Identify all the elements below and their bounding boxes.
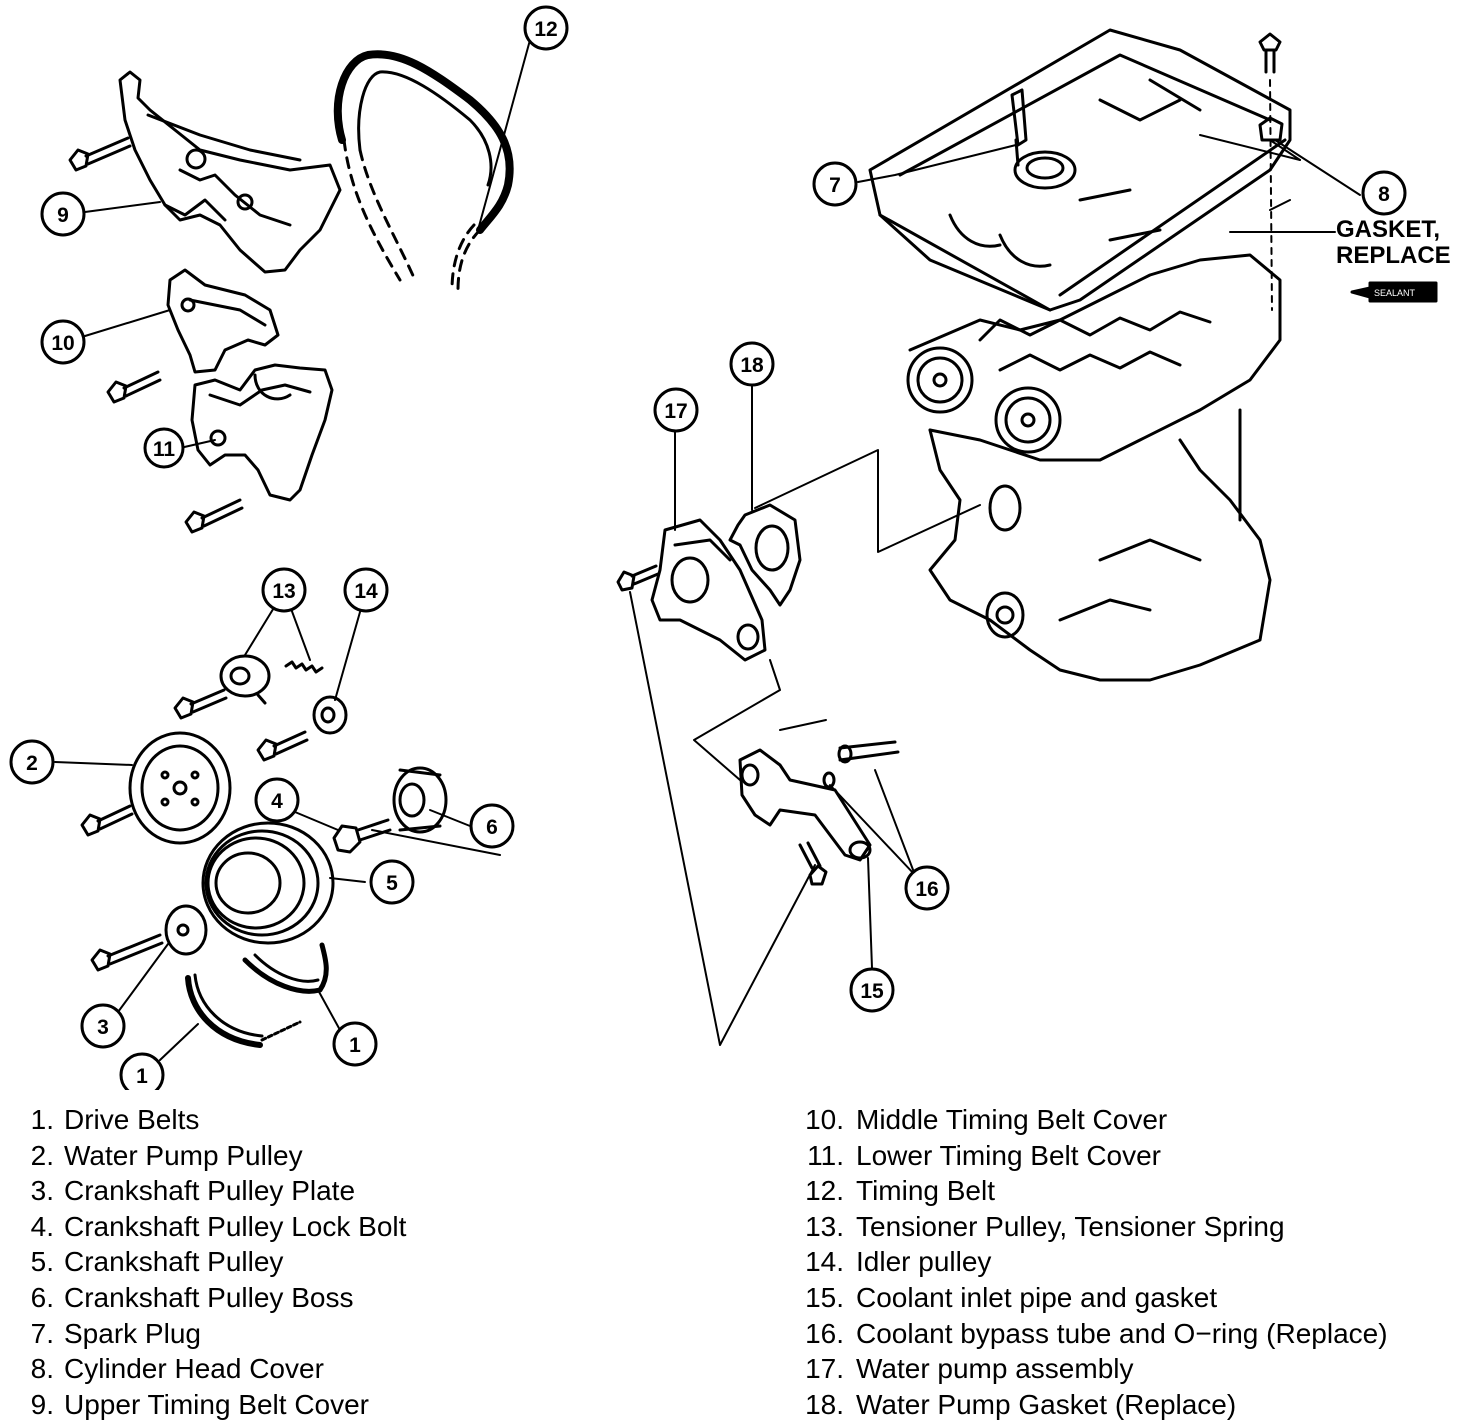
bolt-idler [256,730,309,762]
svg-text:8: 8 [1378,183,1390,206]
coolant-bypass-tube [822,740,900,789]
spark-plug [1010,88,1028,167]
svg-text:18: 18 [740,354,764,377]
timing-belt [333,50,514,292]
svg-text:2: 2 [26,752,38,775]
crankshaft-pulley-plate [164,904,208,956]
legend-item: 8.Cylinder Head Cover [30,1353,324,1385]
callout-1-lower: 1 [119,1052,165,1090]
bolt-water-pump [616,564,660,592]
camshaft-sprocket-exhaust [994,386,1062,454]
legend-item: 15.Coolant inlet pipe and gasket [805,1281,1218,1313]
svg-text:5: 5 [386,872,398,895]
cylinder-head-cover [868,28,1292,312]
callout-1-upper: 1 [332,1021,378,1067]
crankshaft-pulley-boss [392,766,448,834]
callout-14: 14 [343,567,389,613]
legend-item: 6.Crankshaft Pulley Boss [30,1281,354,1313]
svg-text:15: 15 [860,980,884,1003]
water-pump-assembly [650,518,767,662]
assembly-guide-lines [371,134,1301,1046]
bolt-crank-plate [90,933,164,972]
drive-belt-lower [185,973,302,1048]
legend-item: 13.Tensioner Pulley, Tensioner Spring [805,1210,1285,1242]
callout-4: 4 [254,777,300,823]
legend-item: 4.Crankshaft Pulley Lock Bolt [30,1210,407,1242]
camshaft-sprocket-intake [906,346,974,414]
bolt-tensioner [173,688,228,720]
callout-2: 2 [9,739,55,785]
svg-text:14: 14 [354,580,378,603]
bolt-coolant-pipe [798,841,828,886]
exploded-parts-diagram: SEALANT [9,5,1451,1090]
drive-belt-upper [242,942,329,994]
bolt-upper-cover [68,136,132,172]
legend-item: 5.Crankshaft Pulley [30,1246,284,1278]
callout-9: 9 [40,191,86,237]
callout-15: 15 [849,967,895,1013]
head-cover-bolt [1258,32,1284,311]
svg-text:17: 17 [664,400,687,423]
engine-block [908,253,1282,682]
legend-item: 2.Water Pump Pulley [30,1139,303,1171]
callout-5: 5 [369,859,415,905]
callout-6: 6 [469,803,515,849]
legend-item: 18.Water Pump Gasket (Replace) [805,1388,1237,1420]
svg-text:3: 3 [97,1016,109,1039]
callout-leaders [54,39,1361,1061]
callout-11: 11 [143,427,185,469]
legend-item: 10.Middle Timing Belt Cover [805,1104,1168,1135]
callout-13: 13 [261,567,307,613]
svg-text:9: 9 [57,204,69,227]
svg-text:11: 11 [153,438,176,461]
bolt-lower-cover [184,498,244,534]
tensioner-spring [284,660,324,674]
callout-7: 7 [812,161,858,207]
svg-text:1: 1 [136,1065,148,1088]
crankshaft-pulley-lock-bolt [332,818,392,854]
legend-item: 9.Upper Timing Belt Cover [30,1388,370,1420]
svg-text:1: 1 [349,1034,361,1057]
legend-item: 14.Idler pulley [805,1246,992,1278]
legend-item: 7.Spark Plug [30,1317,201,1349]
callout-12: 12 [523,5,569,51]
legend-item: 11.Lower Timing Belt Cover [807,1139,1162,1171]
callout-16: 16 [904,865,950,911]
legend-right: 10.Middle Timing Belt Cover 11.Lower Tim… [800,1102,1388,1422]
svg-text:10: 10 [51,332,74,355]
coolant-inlet-pipe [738,748,872,862]
lower-timing-belt-cover [190,363,334,502]
bolt-middle-cover [106,370,162,404]
bolt-water-pump-pulley [80,804,134,837]
callout-8: 8 [1361,170,1407,216]
legend-item: 1.Drive Belts [30,1104,200,1135]
gasket-note-line2: REPLACE [1336,242,1451,269]
callout-17: 17 [653,387,699,433]
callout-18: 18 [729,341,775,387]
idler-pulley [312,695,348,735]
svg-text:16: 16 [915,878,938,901]
sealant-tube: SEALANT [1350,281,1438,303]
svg-text:7: 7 [829,174,841,197]
tensioner-pulley [219,654,271,705]
svg-text:SEALANT: SEALANT [1374,288,1416,298]
water-pump-pulley [128,731,232,845]
legend-item: 17.Water pump assembly [805,1353,1134,1385]
middle-timing-belt-cover [166,268,280,374]
crankshaft-pulley [201,821,335,945]
svg-text:4: 4 [271,790,283,813]
legend-left: 1.Drive Belts 2.Water Pump Pulley 3.Cran… [24,1102,407,1422]
legend-item: 3.Crankshaft Pulley Plate [30,1175,356,1207]
legend-item: 12.Timing Belt [805,1175,996,1207]
svg-text:13: 13 [272,580,295,603]
callout-10: 10 [40,319,86,365]
water-pump-gasket [728,503,802,607]
svg-text:6: 6 [486,816,498,839]
svg-text:12: 12 [534,18,557,41]
legend-item: 16.Coolant bypass tube and O−ring (Repla… [805,1317,1388,1349]
upper-timing-belt-cover [118,70,342,274]
callout-3: 3 [80,1003,126,1049]
gasket-note-line1: GASKET, [1336,216,1440,243]
